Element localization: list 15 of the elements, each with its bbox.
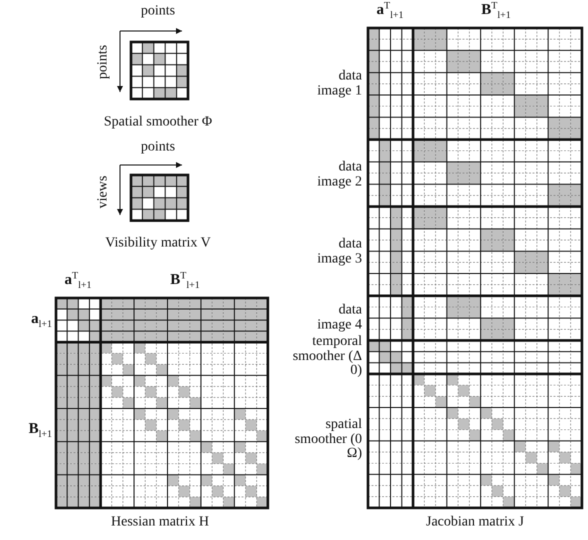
matrix-caption: Spatial smoother Φ xyxy=(104,116,212,130)
row-label: temporal smoother (Δ 0) xyxy=(292,334,362,380)
axis-label: views xyxy=(96,176,112,208)
row-label: data image 3 xyxy=(316,237,362,267)
row-label: data image 1 xyxy=(316,69,362,99)
block-label: a$_{l+1}$ xyxy=(31,312,52,328)
row-label: data image 2 xyxy=(316,160,362,190)
block-label: B$_{l+1}$ xyxy=(28,422,52,438)
matrix-caption: Visibility matrix V xyxy=(105,236,211,252)
axis-label: points xyxy=(140,140,176,156)
matrix-caption: Jacobian matrix J xyxy=(426,516,524,530)
row-label: spatial smoother (0 Ω) xyxy=(294,418,362,462)
axis-label: points xyxy=(140,4,176,20)
axis-label: points xyxy=(96,44,112,80)
matrix-caption: Hessian matrix H xyxy=(111,516,209,530)
